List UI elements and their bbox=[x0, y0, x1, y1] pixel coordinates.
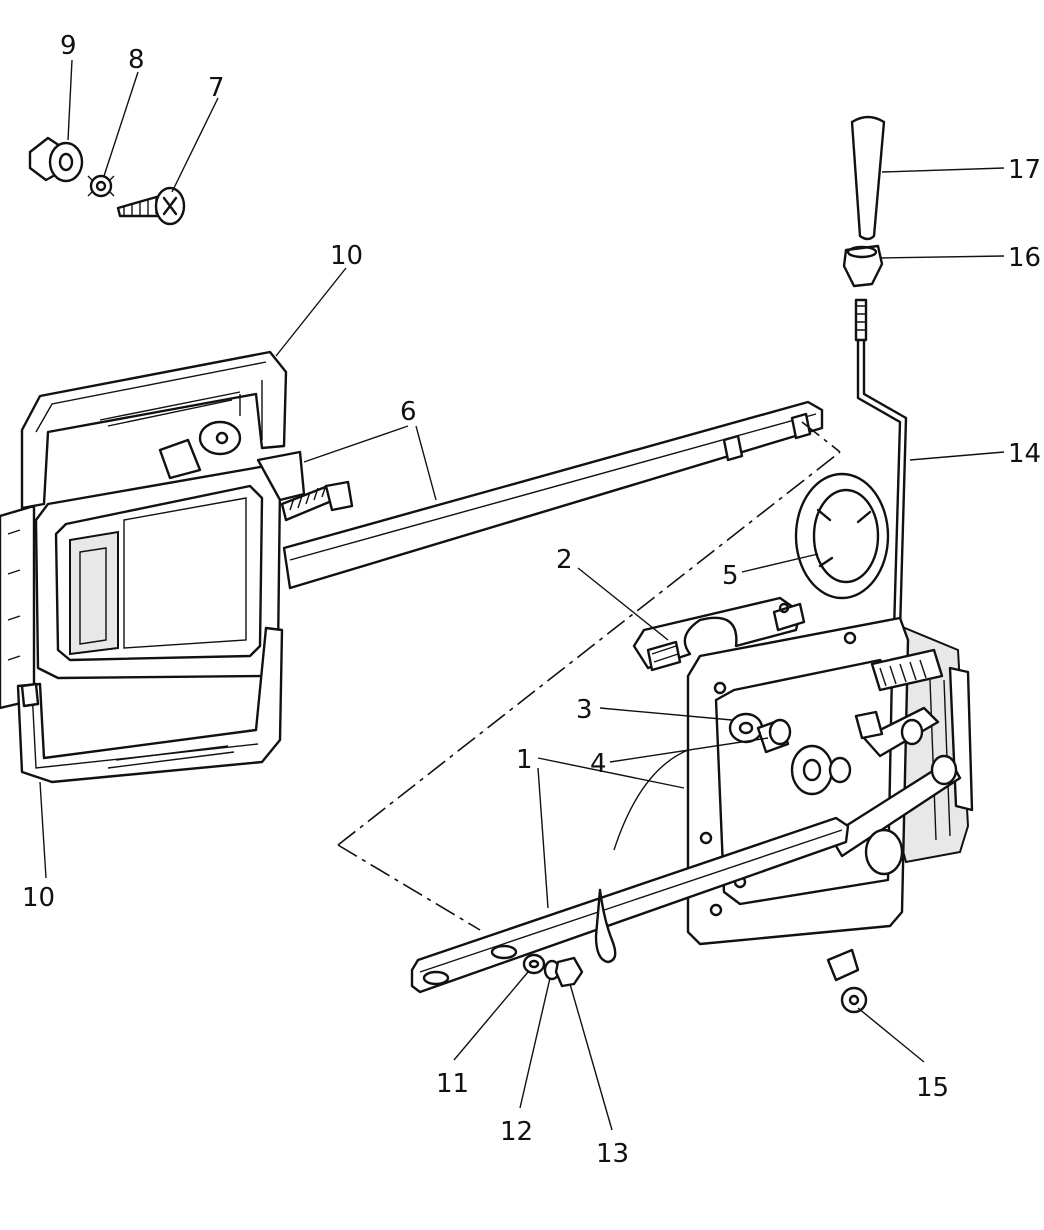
callout-labels: 9 8 7 10 6 17 16 14 5 2 3 4 1 10 11 12 1… bbox=[22, 31, 1041, 1169]
part-11-washer bbox=[522, 953, 546, 975]
callout-8: 8 bbox=[128, 45, 145, 75]
part-6-actuating-rod bbox=[282, 400, 824, 590]
callout-2: 2 bbox=[556, 545, 573, 575]
callout-5: 5 bbox=[722, 561, 739, 591]
callout-7: 7 bbox=[208, 73, 225, 103]
part-2-gasket-plate bbox=[632, 596, 806, 672]
part-15-clip bbox=[840, 986, 868, 1014]
callout-12: 12 bbox=[500, 1117, 533, 1147]
part-10-lower-bezel bbox=[16, 626, 284, 784]
part-1-lock-housing bbox=[410, 616, 974, 1014]
part-16-bushing bbox=[842, 244, 884, 288]
callout-11: 11 bbox=[436, 1069, 469, 1099]
callout-15: 15 bbox=[916, 1073, 949, 1103]
part-17-knob bbox=[850, 115, 886, 241]
callout-10-upper: 10 bbox=[330, 241, 363, 271]
callout-3: 3 bbox=[576, 695, 593, 725]
part-9-grommet bbox=[28, 136, 84, 183]
part-5-ring bbox=[794, 472, 890, 600]
callout-9: 9 bbox=[60, 31, 77, 61]
part-8-lock-washer bbox=[87, 174, 115, 198]
callout-1: 1 bbox=[516, 745, 533, 775]
callout-14: 14 bbox=[1008, 439, 1041, 469]
part-13-nut bbox=[554, 956, 584, 988]
part-7-screw bbox=[116, 186, 186, 226]
assembly-reference-lines bbox=[337, 421, 841, 931]
leader-lines bbox=[39, 59, 1005, 1131]
part-handle-assembly bbox=[0, 420, 354, 710]
part-10-upper-bezel bbox=[20, 350, 288, 510]
callout-10-lower: 10 bbox=[22, 883, 55, 913]
callout-16: 16 bbox=[1008, 243, 1041, 273]
callout-4: 4 bbox=[590, 749, 607, 779]
callout-17: 17 bbox=[1008, 155, 1041, 185]
callout-6: 6 bbox=[400, 397, 417, 427]
callout-13: 13 bbox=[596, 1139, 629, 1169]
